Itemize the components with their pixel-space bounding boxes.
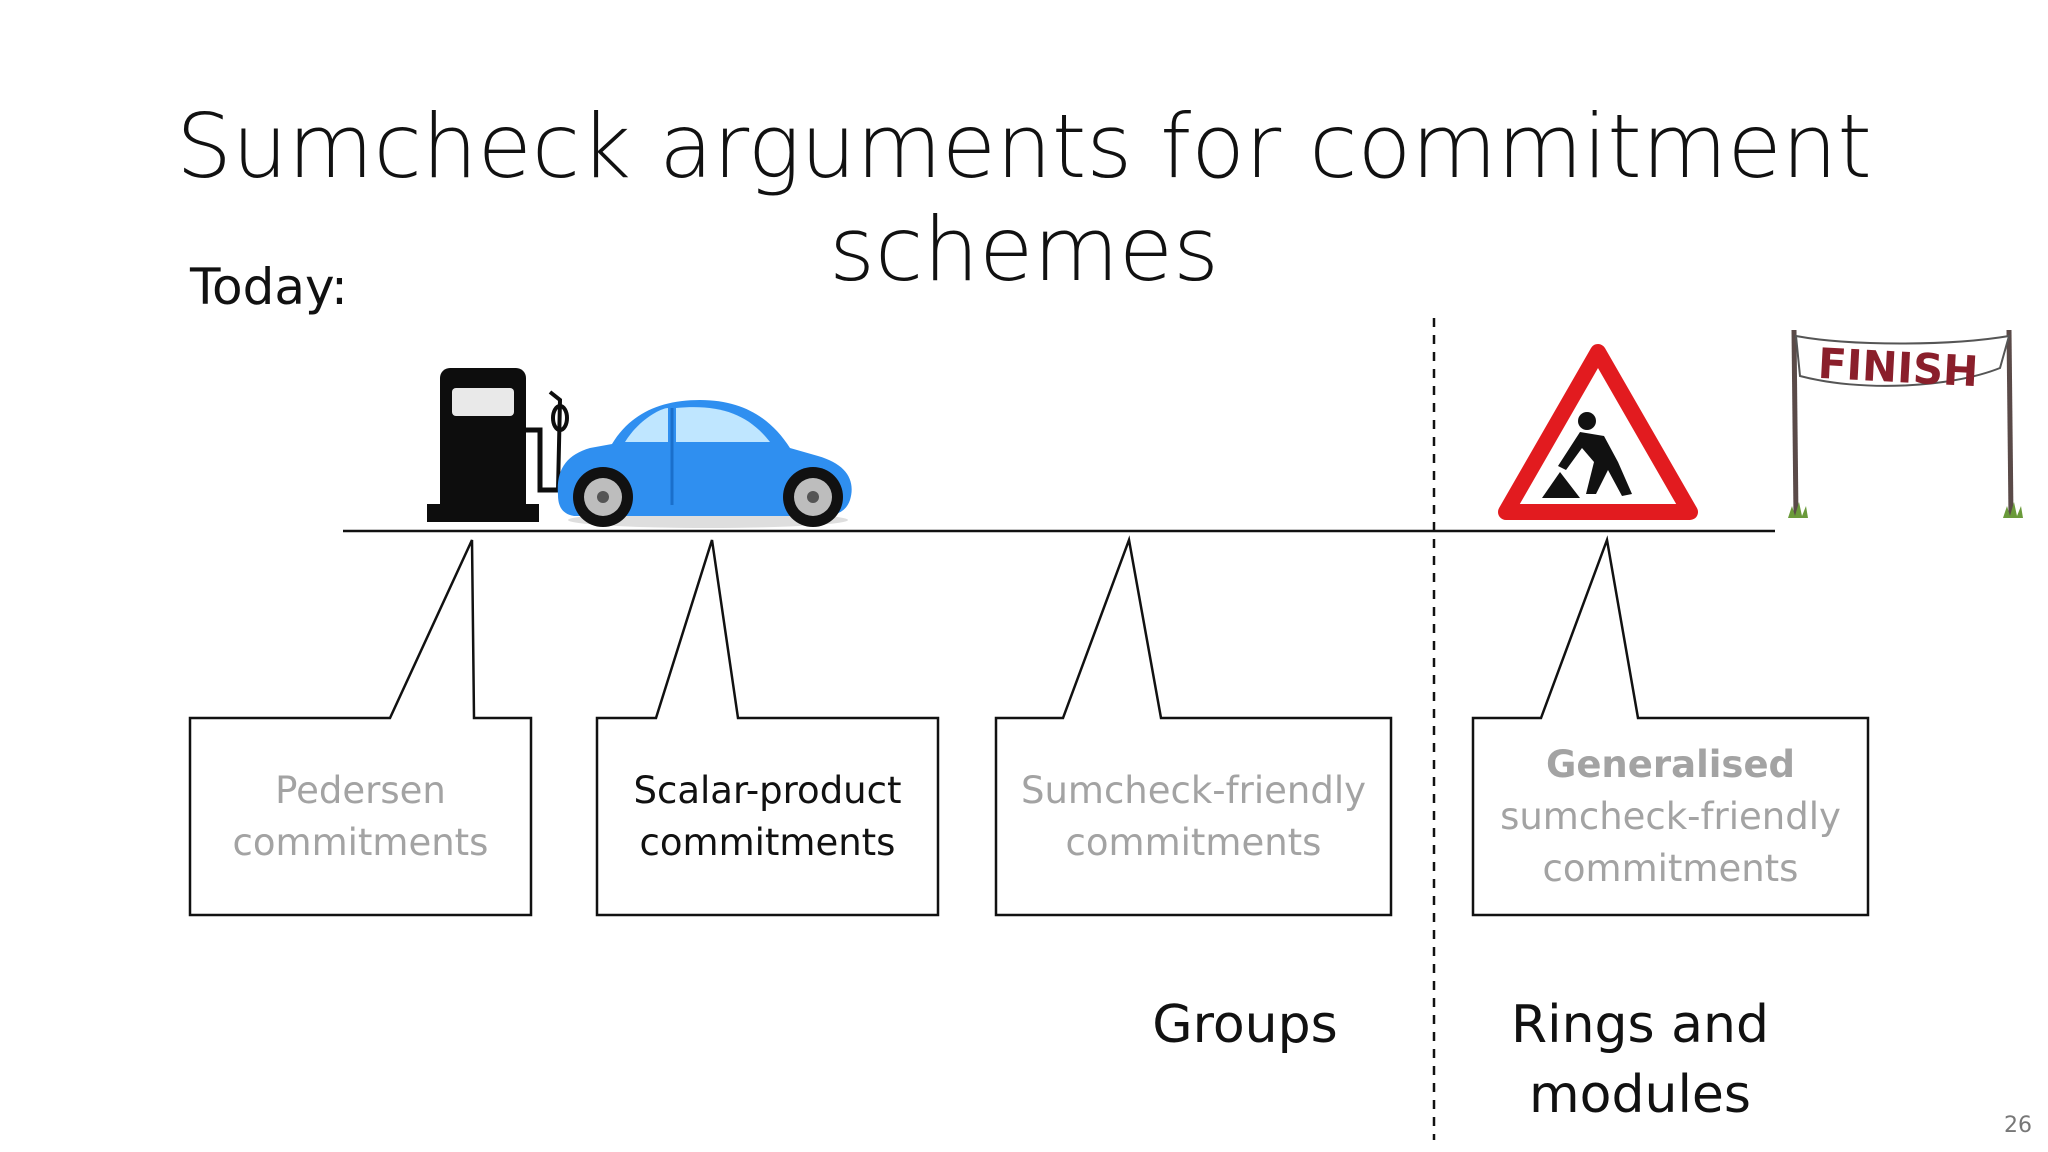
slide-title: Sumcheck arguments for commitment scheme… [176, 95, 1872, 301]
page-number: 26 [2004, 1113, 2032, 1138]
region-label-groups: Groups [1152, 995, 1338, 1055]
callout-scalar-product [595, 539, 940, 917]
region-label-rings-line2: modules [1529, 1065, 1751, 1125]
milestone-sumcheck-friendly-line1: Sumcheck-friendly [1020, 768, 1367, 812]
milestone-generalised-line1: Generalised [1545, 742, 1796, 786]
milestone-pedersen: Pedersen commitments [192, 720, 529, 913]
milestone-scalar-product-line1: Scalar-product [633, 768, 902, 812]
roadworks-sign-icon [1498, 344, 1698, 520]
callout-sumcheck-friendly [994, 535, 1393, 917]
milestone-generalised-line3: commitments [1542, 846, 1799, 890]
region-label-rings-line1: Rings and [1511, 995, 1769, 1055]
milestone-scalar-product: Scalar-product commitments [599, 720, 936, 913]
milestone-sumcheck-friendly: Sumcheck-friendly commitments [998, 720, 1389, 913]
milestone-pedersen-line1: Pedersen [275, 768, 446, 812]
callout-pedersen [188, 539, 533, 917]
milestone-pedersen-line2: commitments [232, 820, 489, 864]
finish-label: FINISH [1817, 339, 1980, 396]
region-label-rings-modules: Rings and modules [1480, 990, 1800, 1130]
callout-generalised [1471, 535, 1870, 917]
milestone-sumcheck-friendly-line2: commitments [1065, 820, 1322, 864]
fuel-pump-icon [427, 368, 569, 522]
milestone-scalar-product-line2: commitments [639, 820, 896, 864]
milestone-generalised-line2: sumcheck-friendly [1500, 794, 1841, 838]
car-icon [557, 400, 852, 528]
milestone-generalised: Generalised sumcheck-friendly commitment… [1475, 720, 1866, 913]
finish-banner-icon: FINISH [1788, 329, 2023, 519]
subtitle-today: Today: [190, 258, 348, 316]
